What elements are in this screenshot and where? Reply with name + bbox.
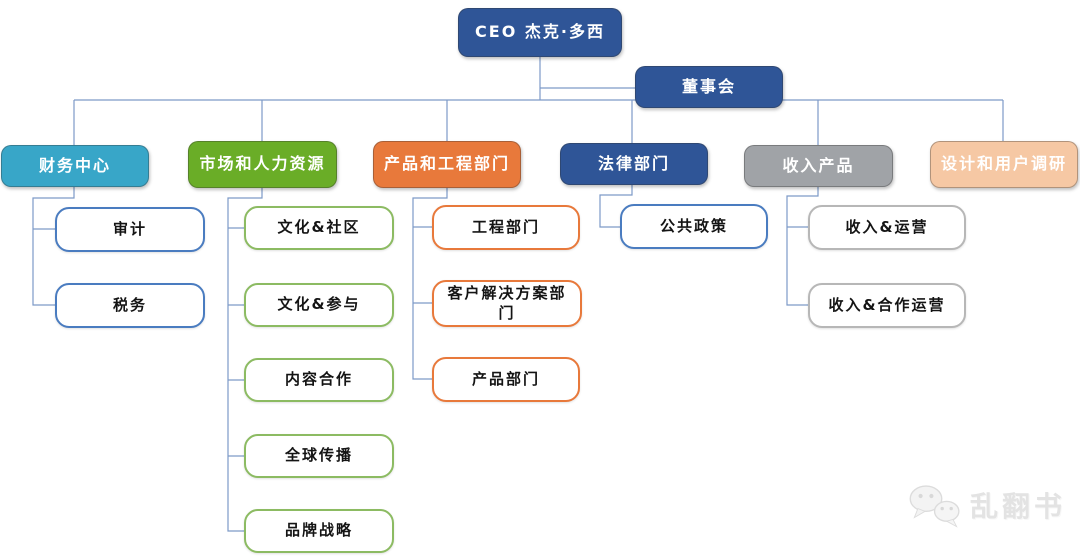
- child-product-dept-node: 产品部门: [432, 357, 580, 402]
- connector-marketing-children: [227, 188, 263, 532]
- child-tax-node: 税务: [55, 283, 205, 328]
- child-customer-solutions-node: 客户解决方案部门: [432, 280, 582, 327]
- dept-legal-node: 法律部门: [560, 143, 708, 185]
- child-culture-engagement-node: 文化&参与: [244, 283, 394, 327]
- child-global-communications-node: 全球传播: [244, 434, 394, 478]
- child-brand-strategy-node: 品牌战略: [244, 509, 394, 553]
- dept-product-engineering-node: 产品和工程部门: [373, 141, 521, 188]
- watermark: 乱翻书: [908, 482, 1066, 528]
- connector-product-children: [412, 188, 448, 380]
- dept-finance-node: 财务中心: [1, 145, 149, 187]
- child-revenue-partner-operations-node: 收入&合作运营: [808, 283, 966, 328]
- child-content-partnership-node: 内容合作: [244, 358, 394, 402]
- watermark-text: 乱翻书: [970, 490, 1067, 523]
- child-engineering-node: 工程部门: [432, 205, 580, 250]
- board-node: 董事会: [635, 66, 783, 108]
- connector-finance-children: [32, 187, 75, 306]
- child-culture-community-node: 文化&社区: [244, 206, 394, 250]
- wechat-logo-icon: [909, 485, 960, 528]
- ceo-node: CEO 杰克·多西: [458, 8, 622, 57]
- dept-design-research-node: 设计和用户调研: [930, 141, 1078, 188]
- child-revenue-operations-node: 收入&运营: [808, 205, 966, 250]
- child-public-policy-node: 公共政策: [620, 204, 768, 249]
- connector-revenue-children: [786, 187, 819, 306]
- dept-revenue-product-node: 收入产品: [744, 145, 893, 187]
- child-audit-node: 审计: [55, 207, 205, 252]
- dept-marketing-hr-node: 市场和人力资源: [188, 141, 337, 188]
- connector-legal-children: [599, 185, 633, 228]
